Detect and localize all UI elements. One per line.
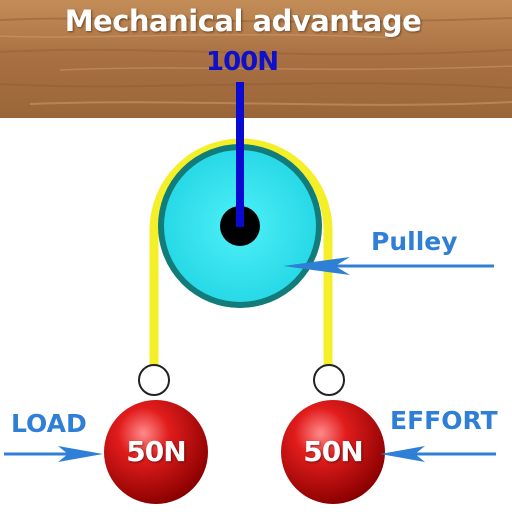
effort-label: EFFORT	[390, 406, 498, 435]
load-weight-value: 50N	[126, 435, 186, 468]
effort-arrow	[380, 446, 496, 462]
left-hook-ring	[138, 364, 170, 396]
effort-weight-value: 50N	[303, 435, 363, 468]
right-hook-ring	[313, 364, 345, 396]
effort-weight	[281, 400, 385, 504]
load-label: LOAD	[11, 409, 87, 438]
pulley-label: Pulley	[371, 227, 458, 256]
force-rod	[236, 82, 244, 227]
load-weight	[104, 400, 208, 504]
pulley-arrow	[283, 257, 494, 275]
diagram-title: Mechanical advantage	[64, 4, 422, 38]
load-arrow	[4, 446, 103, 462]
top-force-label: 100N	[206, 47, 279, 77]
